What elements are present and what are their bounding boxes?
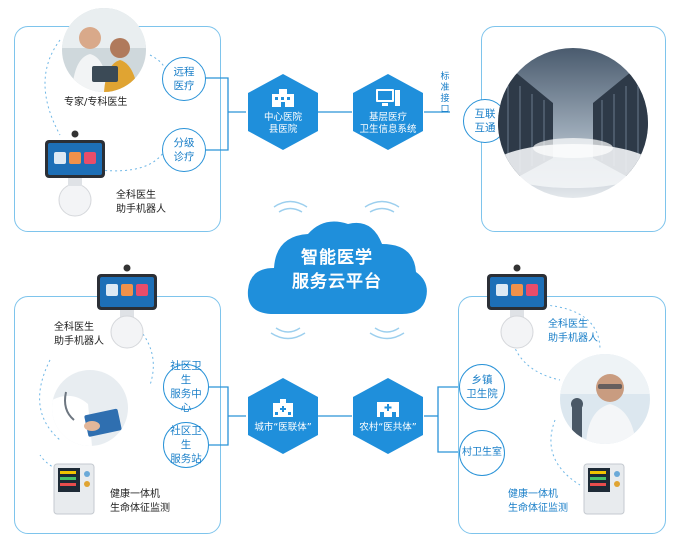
- doctor-tablet-photo: [52, 370, 128, 446]
- hex-central-hospital-line2: 县医院: [268, 124, 298, 135]
- cloud-title-line1: 智能医学: [301, 248, 373, 268]
- village-clinic-label: 村卫生室: [462, 447, 502, 458]
- hex-primary-care-system: 基层医疗 卫生信息系统: [351, 72, 425, 152]
- community-station-label: 社区卫生 服务站: [170, 425, 202, 465]
- tiered-care-circle: 分级 诊疗: [162, 128, 206, 172]
- device-label-bottom-left-line2: 生命体征监测: [110, 503, 170, 514]
- device-label-bottom-left: 健康一体机 生命体征监测: [110, 488, 170, 516]
- hex-central-hospital: 中心医院 县医院: [246, 72, 320, 152]
- device-label-bottom-right-line2: 生命体征监测: [508, 503, 568, 514]
- robot-label-bottom-right: 全科医生 助手机器人: [548, 318, 598, 346]
- doctor-photo: [62, 8, 146, 92]
- hex-rural-community: 农村“医共体”: [351, 376, 425, 456]
- data-center-photo: [498, 48, 648, 198]
- hex-urban-alliance-label: 城市“医联体”: [254, 422, 312, 433]
- tiered-care-label: 分级 诊疗: [173, 137, 195, 163]
- hex-rural-community-label: 农村“医共体”: [359, 422, 417, 433]
- doctor-label: 专家/专科医生: [64, 97, 128, 108]
- robot-label-bottom-right-line2: 助手机器人: [548, 333, 598, 344]
- cloud-shape: [247, 221, 427, 314]
- robot-label-bottom-left-line2: 助手机器人: [54, 336, 104, 347]
- village-clinic-circle: 村卫生室: [459, 430, 505, 476]
- township-hospital-circle: 乡镇 卫生院: [459, 364, 505, 410]
- standard-interface-label: 标准接口: [440, 72, 450, 115]
- cloud-title: 智能医学 服务云平台: [262, 246, 412, 294]
- hex-central-hospital-line1: 中心医院: [263, 112, 302, 123]
- robot-assistant-bottom-right: [484, 264, 550, 350]
- hex-primary-care-line1: 基层医疗: [368, 112, 407, 123]
- health-device-bottom-right: [582, 462, 626, 516]
- robot-assistant-bottom-left: [94, 264, 160, 350]
- hospital-icon: [273, 399, 293, 417]
- community-center-label: 社区卫生 服务中心: [170, 360, 202, 414]
- remote-medical-circle: 远程 医疗: [162, 57, 206, 101]
- cloud-title-line2: 服务云平台: [292, 272, 382, 292]
- hospital-building-icon: [272, 89, 294, 107]
- remote-medical-label: 远程 医疗: [173, 66, 195, 92]
- computer-icon: [376, 89, 400, 106]
- device-label-bottom-right: 健康一体机 生命体征监测: [508, 488, 568, 516]
- robot-label-top-line1: 全科医生: [116, 190, 156, 201]
- township-hospital-label: 乡镇 卫生院: [466, 374, 498, 400]
- device-label-bottom-right-line1: 健康一体机: [508, 489, 558, 500]
- clinic-icon: [377, 402, 399, 417]
- hex-urban-alliance: 城市“医联体”: [246, 376, 320, 456]
- device-label-bottom-left-line1: 健康一体机: [110, 489, 160, 500]
- robot-label-top-line2: 助手机器人: [116, 204, 166, 215]
- robot-label-bottom-left: 全科医生 助手机器人: [54, 321, 104, 349]
- interconnect-label: 互联 互通: [474, 108, 496, 134]
- community-center-circle: 社区卫生 服务中心: [163, 360, 209, 414]
- robot-assistant-top: [42, 130, 108, 220]
- robot-label-bottom-right-line1: 全科医生: [548, 319, 588, 330]
- doctor-microscope-photo: [560, 354, 650, 444]
- robot-label-bottom-left-line1: 全科医生: [54, 322, 94, 333]
- health-device-bottom-left: [52, 462, 96, 516]
- hex-primary-care-line2: 卫生信息系统: [359, 124, 417, 135]
- community-station-circle: 社区卫生 服务站: [163, 422, 209, 468]
- robot-label-top: 全科医生 助手机器人: [116, 189, 166, 217]
